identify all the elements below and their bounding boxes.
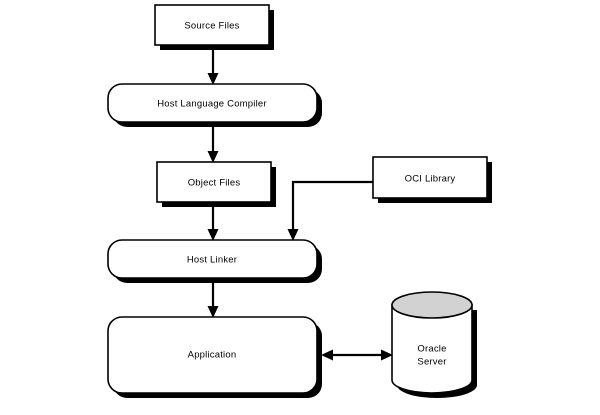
source-files-label: Source Files [184, 21, 239, 32]
application-label: Application [188, 350, 237, 361]
object-files-box [156, 161, 272, 203]
node-object-files: Object Files [156, 161, 276, 207]
source-files-box [154, 4, 270, 46]
application-box [107, 316, 318, 394]
node-host-language-compiler: Host Language Compiler [107, 83, 322, 127]
oci-library-label: OCI Library [405, 174, 456, 185]
oracle-server-cylinder-body [391, 304, 473, 394]
compiler-to-object-arrowhead [207, 151, 219, 163]
connector-linker-to-application [207, 278, 219, 318]
source-to-compiler-arrowhead [207, 73, 219, 85]
oci-to-linker-path [291, 180, 373, 233]
oci-to-linker-arrowhead [287, 229, 299, 241]
connector-compiler-to-object [207, 122, 219, 163]
host-linker-label: Host Linker [187, 255, 237, 266]
host-language-compiler-label: Host Language Compiler [157, 99, 267, 110]
node-application: Application [107, 316, 322, 398]
node-host-linker: Host Linker [107, 239, 322, 283]
oracle-server-label-line1: Oracle [417, 344, 446, 355]
oracle-server-cylinder-top [391, 291, 473, 319]
connector-source-to-compiler [207, 45, 219, 85]
object-files-label: Object Files [188, 178, 241, 189]
application-to-server-arrowhead-right [381, 349, 393, 361]
oci-library-box [372, 156, 488, 199]
object-to-linker-arrowhead [207, 229, 219, 241]
application-to-server-arrowhead-left [321, 349, 333, 361]
node-oci-library: OCI Library [372, 156, 492, 203]
connector-application-to-server [321, 349, 393, 361]
oracle-server-label-line2: Server [417, 357, 446, 368]
connector-object-to-linker [207, 202, 219, 241]
linker-to-application-arrowhead [207, 306, 219, 318]
node-oracle-server: Oracle Server [391, 291, 477, 398]
connector-oci-to-linker [287, 180, 373, 241]
node-source-files: Source Files [154, 4, 274, 50]
